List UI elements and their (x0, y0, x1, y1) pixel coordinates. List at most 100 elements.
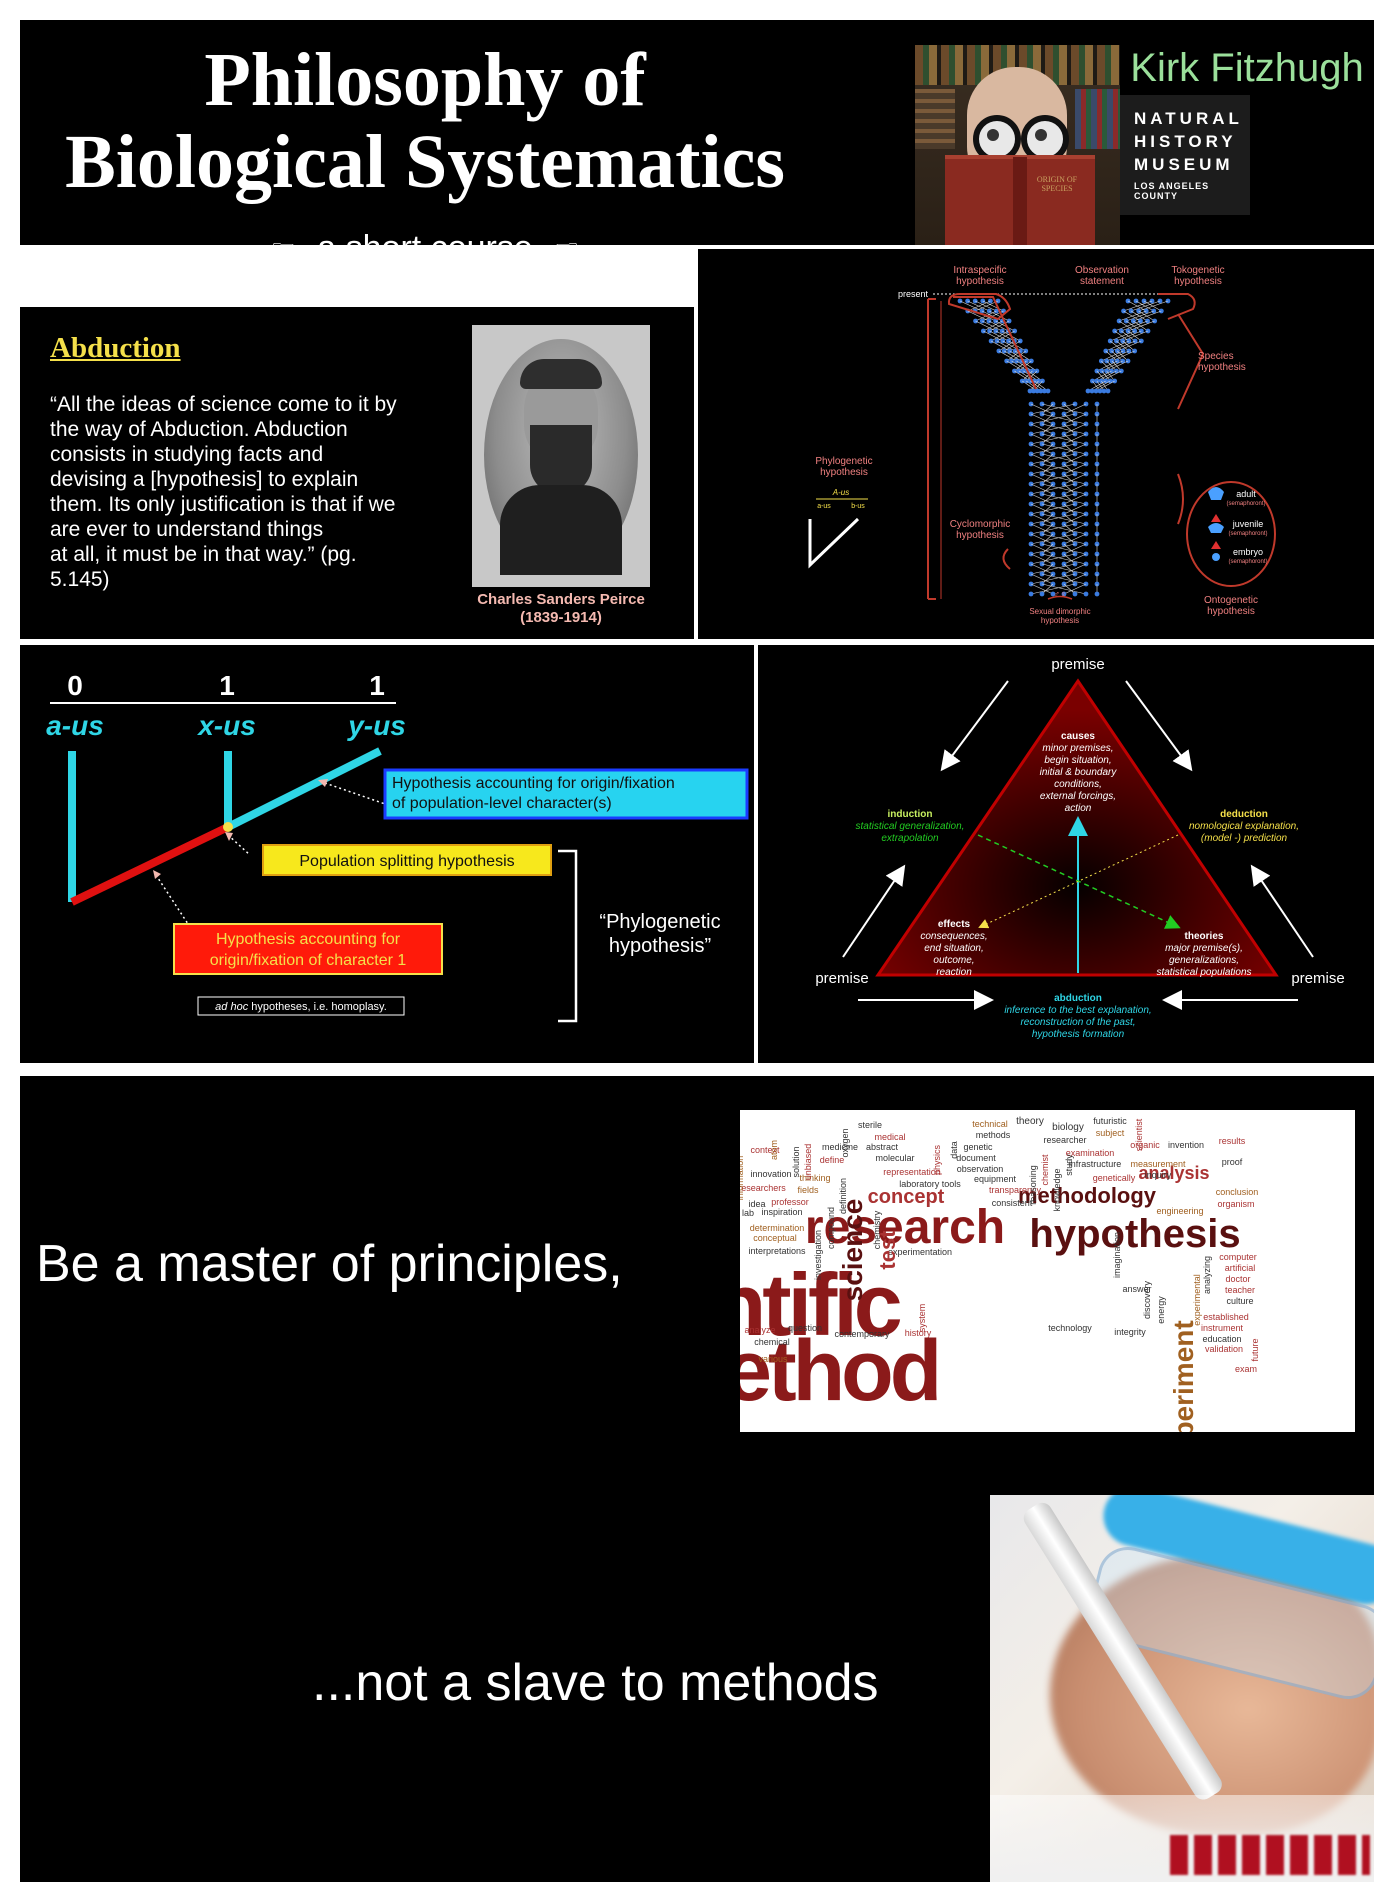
network-node (1041, 513, 1087, 525)
network-node (1063, 453, 1087, 465)
hand-pointing-left-icon: ☜ (554, 234, 579, 245)
box-population-level (383, 768, 749, 820)
species-label-2: hypothesis (1198, 362, 1246, 373)
network-node (1030, 493, 1076, 505)
network-node (1063, 533, 1076, 545)
word-cloud-word: chemical (754, 1337, 790, 1347)
b-us-small-label: b-us (851, 503, 865, 510)
network-node (1023, 378, 1029, 384)
premise-left: premise (815, 970, 868, 987)
theories-line: generalizations, (1169, 955, 1239, 966)
network-node (967, 300, 991, 312)
word-cloud-word: knowledge (1052, 1168, 1062, 1211)
word-cloud-word: method (740, 1323, 938, 1419)
network-node (1138, 300, 1169, 312)
phylogenetic-label-1: Phylogenetic (815, 456, 872, 467)
network-node (1041, 523, 1054, 535)
word-cloud-word: consistent (992, 1198, 1033, 1208)
network-node (1030, 443, 1076, 455)
network-node (1105, 388, 1111, 394)
word-cloud-word: proof (1222, 1157, 1243, 1167)
museum-logo: NATURAL HISTORY MUSEUM LOS ANGELES COUNT… (1120, 95, 1250, 215)
network-node (1039, 591, 1045, 597)
author-name: Kirk Fitzhugh (1130, 46, 1364, 90)
cladogram-panel: 0 1 1 a-us x-us y-us Hypothesis accounti… (20, 645, 754, 1063)
book-spine-text: ORIGIN OF SPECIES (1036, 175, 1078, 193)
word-cloud-word: document (956, 1153, 996, 1163)
word-cloud-word: science (837, 1199, 868, 1302)
quote-line: 5.145) (50, 568, 110, 591)
network-node (1030, 463, 1054, 475)
network-node (1138, 338, 1144, 344)
word-cloud-word: doctor (1225, 1274, 1250, 1284)
network-node (1063, 533, 1087, 545)
network-node (1063, 553, 1076, 565)
network-node (1063, 503, 1087, 515)
network-node (1041, 573, 1054, 585)
network-node (1041, 473, 1054, 485)
network-node (1114, 320, 1141, 332)
network-node (1063, 403, 1087, 415)
word-cloud-word: organism (1217, 1199, 1254, 1209)
network-node (1041, 583, 1054, 595)
network-node (979, 308, 985, 314)
network-node (1041, 443, 1087, 455)
network-node (1097, 388, 1103, 394)
word-cloud-word: test (875, 1230, 900, 1270)
word-cloud-word: imagination (1112, 1232, 1122, 1278)
deduction-title: deduction (1220, 809, 1268, 820)
word-cloud-word: technical (972, 1119, 1008, 1129)
premise-right: premise (1291, 970, 1344, 987)
cyclomorphic-label-2: hypothesis (956, 530, 1004, 541)
network-node (1041, 423, 1054, 435)
word-cloud-word: conclusion (1216, 1187, 1259, 1197)
word-cloud-word: determination (750, 1223, 805, 1233)
network-node (988, 298, 993, 304)
network-node (1063, 513, 1076, 525)
network-node (1101, 388, 1107, 394)
word-cloud-word: solution (791, 1146, 801, 1177)
word-cloud-word: reasoning (1028, 1165, 1038, 1205)
intraspecific-label-1: Intraspecific (953, 265, 1006, 276)
hand-pointing-right-icon: ☞ (271, 234, 296, 245)
branch-stem (70, 823, 230, 906)
word-cloud-word: answer (1122, 1284, 1151, 1294)
network-node (1063, 583, 1087, 595)
word-cloud-word: lab (742, 1208, 754, 1218)
word-cloud-svg: scientificmethodresearchhypothesismethod… (740, 1116, 1260, 1432)
network-node (1004, 340, 1021, 352)
network-node (1063, 443, 1076, 455)
network-node (1038, 388, 1044, 394)
network-node (1122, 330, 1149, 342)
network-node (1030, 513, 1054, 525)
network-node (1123, 300, 1153, 312)
network-node (1007, 348, 1013, 354)
word-cloud-word: subject (1096, 1128, 1125, 1138)
juvenile-label: juvenile (1232, 519, 1264, 529)
network-node (1041, 463, 1087, 475)
title-panel: Philosophy of Biological Systematics ☞ a… (20, 20, 1374, 245)
network-node (1030, 543, 1054, 555)
quote-line: are ever to understand things (50, 518, 324, 541)
adhoc-box (197, 996, 405, 1016)
network-node (1063, 523, 1076, 535)
present-label: present (898, 289, 929, 299)
closing-line-1: Be a master of principles, (36, 1235, 623, 1293)
network-node (994, 308, 999, 314)
abduction-title: abduction (1054, 993, 1102, 1004)
museum-subtitle: LOS ANGELES COUNTY (1134, 181, 1210, 201)
quote-line: “All the ideas of science come to it by (50, 393, 397, 416)
quote-line: devising a [hypothesis] to explain (50, 468, 359, 491)
word-cloud-word: equipment (974, 1174, 1017, 1184)
network-node (1063, 433, 1087, 445)
closing-panel: Be a master of principles, ...not a slav… (20, 1076, 1374, 1882)
quote-line: at all, it must be in that way.” (pg. (50, 543, 357, 566)
network-node (995, 330, 1015, 342)
network-node (1158, 308, 1164, 314)
word-cloud-word: definition (838, 1178, 848, 1214)
network-node (1042, 388, 1047, 394)
network-node (1041, 483, 1054, 495)
causes-line: external forcings, (1040, 791, 1116, 802)
word-cloud-word: chemist (1040, 1154, 1050, 1186)
network-node (1063, 423, 1076, 435)
